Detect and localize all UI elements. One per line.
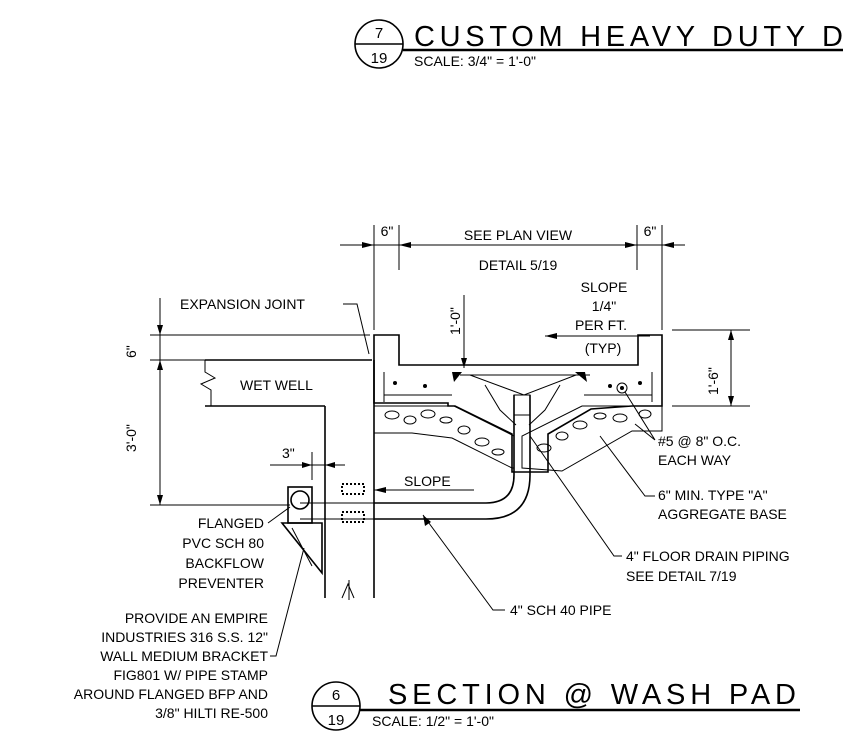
flanged-callout: FLANGED PVC SCH 80 BACKFLOW PREVENTER (178, 506, 291, 591)
rebar-label-2: EACH WAY (658, 452, 732, 468)
aggregate-base (373, 405, 663, 472)
sch40-label: 4" SCH 40 PIPE (510, 602, 611, 618)
svg-text:WALL MEDIUM BRACKET: WALL MEDIUM BRACKET (100, 648, 268, 664)
svg-text:INDUSTRIES 316 S.S. 12": INDUSTRIES 316 S.S. 12" (101, 629, 268, 645)
dim-right-curb: 6" (644, 223, 657, 239)
sheet-number: 19 (328, 712, 345, 729)
floor-drain-label-1: 4" FLOOR DRAIN PIPING (626, 548, 790, 564)
floor-drain-label-2: SEE DETAIL 7/19 (626, 568, 737, 584)
svg-text:FLANGED: FLANGED (198, 515, 264, 531)
see-plan-label: SEE PLAN VIEW (464, 227, 573, 243)
slope-per: PER FT. (575, 317, 627, 333)
svg-text:PROVIDE AN EMPIRE: PROVIDE AN EMPIRE (125, 610, 268, 626)
svg-text:PVC SCH 80: PVC SCH 80 (182, 535, 264, 551)
backflow-preventer (280, 486, 323, 576)
detail-number: 7 (375, 25, 383, 42)
detail-tag-bottom: 6 19 SECTION @ WASH PAD SCALE: 1/2" = 1'… (311, 679, 800, 731)
aggregate-callout: 6" MIN. TYPE "A" AGGREGATE BASE (599, 435, 787, 522)
floor-drain-pipe (374, 394, 531, 520)
slope-value: 1/4" (592, 298, 616, 314)
detail-scale: SCALE: 1/2" = 1'-0" (372, 713, 494, 729)
concrete-wall (324, 360, 375, 600)
detail-title: CUSTOM HEAVY DUTY D (414, 21, 843, 53)
detail-number: 6 (332, 687, 340, 704)
slope-pipe-label: SLOPE (404, 473, 451, 489)
detail-ref-label: DETAIL 5/19 (479, 257, 558, 273)
bracket-note: PROVIDE AN EMPIRE INDUSTRIES 316 S.S. 12… (74, 547, 305, 721)
detail-tag-top: 7 19 CUSTOM HEAVY DUTY D SCALE: 3/4" = 1… (354, 19, 843, 69)
floor-drain-callout: 4" FLOOR DRAIN PIPING SEE DETAIL 7/19 (529, 435, 790, 584)
wet-well-label: WET WELL (240, 377, 313, 393)
slope-typ: (TYP) (585, 340, 622, 356)
dim-curb-height: 1'-6" (672, 329, 750, 407)
rebar-callout: #5 @ 8" O.C. EACH WAY (624, 391, 741, 468)
slope-title: SLOPE (581, 279, 628, 295)
svg-text:3'-0": 3'-0" (123, 424, 139, 452)
expansion-joint-callout: EXPANSION JOINT (180, 296, 370, 355)
svg-text:3/8" HILTI RE-500: 3/8" HILTI RE-500 (155, 705, 268, 721)
top-dimensions: 6" 6" SEE PLAN VIEW DETAIL 5/19 (340, 223, 685, 330)
detail-title: SECTION @ WASH PAD (388, 679, 796, 711)
svg-text:AROUND FLANGED BFP AND: AROUND FLANGED BFP AND (74, 686, 268, 702)
expansion-joint-label: EXPANSION JOINT (180, 296, 305, 312)
detail-scale: SCALE: 3/4" = 1'-0" (414, 53, 536, 69)
svg-text:6": 6" (123, 345, 139, 358)
sheet-number: 19 (371, 50, 388, 67)
svg-text:BACKFLOW: BACKFLOW (185, 555, 264, 571)
pipe-slope: SLOPE (300, 473, 474, 523)
svg-text:FIG801 W/ PIPE STAMP: FIG801 W/ PIPE STAMP (113, 667, 268, 683)
svg-text:1'-6": 1'-6" (705, 367, 721, 395)
wet-well-slab: WET WELL (199, 359, 372, 407)
aggregate-label-2: AGGREGATE BASE (658, 506, 787, 522)
sch40-callout: 4" SCH 40 PIPE (422, 514, 611, 618)
svg-text:3": 3" (282, 445, 295, 461)
dim-left-curb: 6" (381, 223, 394, 239)
dim-slab-depth: 1'-0" (447, 295, 467, 368)
dim-wall: 6" 3'-0" (123, 298, 370, 506)
svg-text:1'-0": 1'-0" (447, 307, 463, 335)
aggregate-label-1: 6" MIN. TYPE "A" (658, 487, 768, 503)
svg-text:PREVENTER: PREVENTER (178, 575, 264, 591)
slope-annotation: SLOPE 1/4" PER FT. (TYP) (545, 279, 650, 356)
rebar-label-1: #5 @ 8" O.C. (658, 433, 741, 449)
dim-bracket-gap: 3" (270, 445, 345, 480)
